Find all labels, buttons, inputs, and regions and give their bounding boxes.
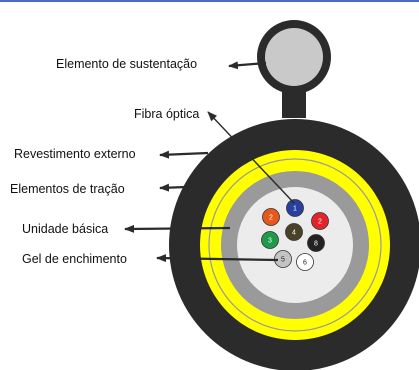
fiber-circle	[261, 231, 279, 249]
fiber-number-label: 6	[303, 260, 307, 267]
fiber-number-label: 2	[318, 219, 322, 226]
arrow-basic-unit	[124, 224, 231, 233]
fiber-5: 4	[285, 223, 303, 241]
arrow-filling-gel	[156, 254, 279, 263]
fiber-4: 3	[261, 231, 279, 249]
fiber-group: 1 2 2 3 4 8 5 6	[261, 199, 329, 271]
fiber-number-label: 1	[293, 206, 297, 213]
label-basic-unit: Unidade básica	[22, 222, 109, 236]
messenger-neck	[282, 88, 306, 118]
fiber-8: 6	[296, 253, 314, 271]
label-messenger: Elemento de sustentação	[56, 57, 198, 71]
fiber-circle	[262, 208, 280, 226]
fiber-6: 8	[307, 234, 325, 252]
arrow-outer-jacket	[159, 150, 209, 159]
fiber-circle	[296, 253, 314, 271]
label-outer-jacket: Revestimento externo	[14, 147, 136, 161]
label-filling-gel: Gel de enchimento	[22, 252, 127, 266]
label-fiber: Fibra óptica	[134, 107, 200, 121]
fiber-number-label: 3	[268, 238, 272, 245]
fiber-2: 2	[262, 208, 280, 226]
fiber-number-label: 4	[292, 230, 296, 237]
fiber-3: 2	[311, 212, 329, 230]
fiber-number-label: 2	[269, 215, 273, 222]
messenger-core	[265, 28, 323, 86]
fiber-circle	[307, 234, 325, 252]
fiber-1: 1	[286, 199, 304, 217]
arrow-fiber	[207, 111, 295, 204]
arrow-messenger	[228, 61, 267, 70]
arrow-strength-members	[159, 183, 213, 192]
strength-inner-line	[208, 158, 382, 332]
fiber-circle	[286, 199, 304, 217]
label-strength-members: Elementos de tração	[10, 182, 125, 196]
fiber-circle	[311, 212, 329, 230]
fiber-circle	[285, 223, 303, 241]
fiber-number-label: 5	[281, 257, 285, 264]
fiber-number-label: 8	[314, 241, 318, 248]
